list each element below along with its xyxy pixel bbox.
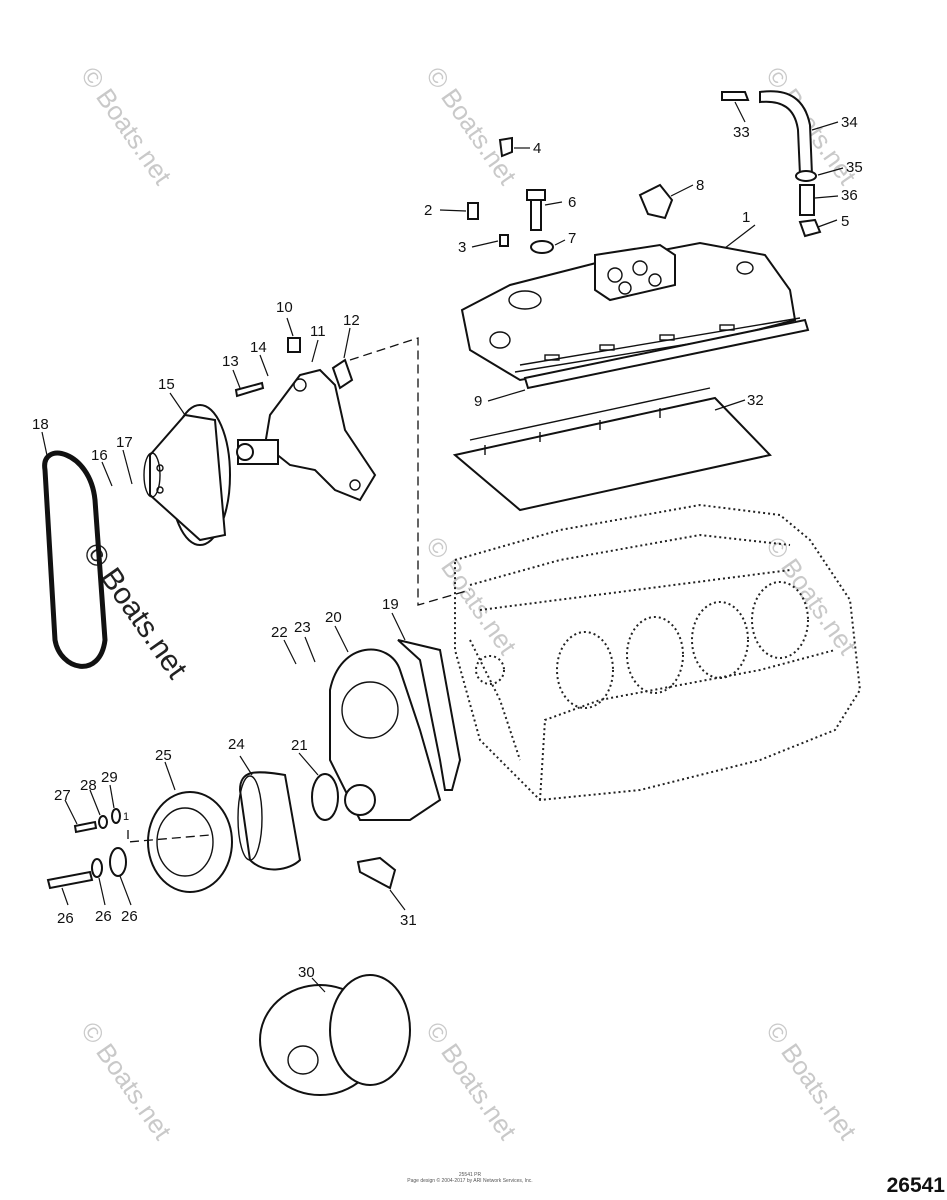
callout-19: 19	[382, 596, 399, 613]
callout-28: 28	[80, 777, 97, 794]
callout-10: 10	[276, 299, 293, 316]
callout-4: 4	[533, 140, 541, 157]
footer-line-2: Page design © 2004-2017 by ARI Network S…	[407, 1178, 533, 1184]
callout-1-small: 1	[123, 811, 129, 823]
footer-line-1: 25541 PR	[458, 1172, 482, 1178]
callout-11: 11	[310, 323, 326, 340]
callout-6: 6	[568, 194, 576, 211]
assembly-line-pump	[349, 337, 471, 606]
callout-14: 14	[250, 339, 267, 356]
pump-plug	[287, 337, 301, 353]
callout-36: 36	[841, 187, 858, 204]
callout-7: 7	[568, 230, 576, 247]
callout-12: 12	[343, 312, 360, 329]
callout-26: 26	[121, 908, 138, 925]
callout-31: 31	[400, 912, 417, 929]
callout-1: 1	[742, 209, 750, 226]
crank-pulley	[147, 791, 233, 893]
callout-8: 8	[696, 177, 704, 194]
intake-manifold	[460, 241, 801, 382]
harmonic-balancer	[237, 771, 302, 871]
callout-5: 5	[841, 213, 849, 230]
diagram-number: 26541	[886, 1174, 945, 1197]
callout-21: 21	[291, 737, 308, 754]
callout-27: 27	[54, 787, 71, 804]
callout-32: 32	[747, 392, 764, 409]
callout-33: 33	[733, 124, 750, 141]
callout-26: 26	[95, 908, 112, 925]
callout-2: 2	[424, 202, 432, 219]
callout-numbers: 1 2 3 4 5 6 7 8 9 10 11 12 13 14 15 16 1…	[32, 114, 863, 981]
callout-18: 18	[32, 416, 49, 433]
callout-25: 25	[155, 747, 172, 764]
footer-copyright: 25541 PR Page design © 2004-2017 by ARI …	[340, 1172, 600, 1184]
water-pump	[236, 368, 377, 502]
callout-34: 34	[841, 114, 858, 131]
crank-hardware	[46, 808, 127, 890]
callout-35: 35	[846, 159, 863, 176]
callout-16: 16	[91, 447, 108, 464]
small-hardware	[467, 136, 822, 254]
callout-20: 20	[325, 609, 342, 626]
callout-15: 15	[158, 376, 175, 393]
watermark: © Boats.net	[420, 61, 523, 190]
watermark: © Boats.net	[760, 531, 863, 660]
callout-17: 17	[116, 434, 133, 451]
callout-22: 22	[271, 624, 288, 641]
callout-26: 26	[57, 910, 74, 927]
engine-block-outline	[454, 503, 862, 802]
callout-30: 30	[298, 964, 315, 981]
lower-pulley	[259, 974, 411, 1096]
callout-13: 13	[222, 353, 239, 370]
crank-seal	[311, 773, 339, 821]
watermark: © Boats.net	[420, 1016, 523, 1145]
assembly-line-crank	[127, 830, 211, 843]
callout-3: 3	[458, 239, 466, 256]
pump-pulley	[143, 404, 231, 546]
hose-fitting	[721, 90, 817, 216]
timing-bracket	[356, 856, 397, 890]
pump-bolt	[234, 381, 265, 398]
valley-cover	[452, 387, 772, 512]
watermark: © Boats.net	[760, 1016, 863, 1145]
pump-gasket	[331, 358, 354, 390]
callout-29: 29	[101, 769, 118, 786]
leader-lines	[41, 101, 844, 993]
drive-belt	[42, 450, 108, 669]
callout-24: 24	[228, 736, 245, 753]
cover-gasket	[397, 639, 462, 791]
watermark: © Boats.net	[75, 1016, 178, 1145]
callout-9: 9	[474, 393, 482, 410]
callout-23: 23	[294, 619, 311, 636]
watermark: © Boats.net	[75, 61, 178, 190]
manifold-gasket	[523, 318, 810, 390]
timing-cover	[329, 648, 442, 821]
